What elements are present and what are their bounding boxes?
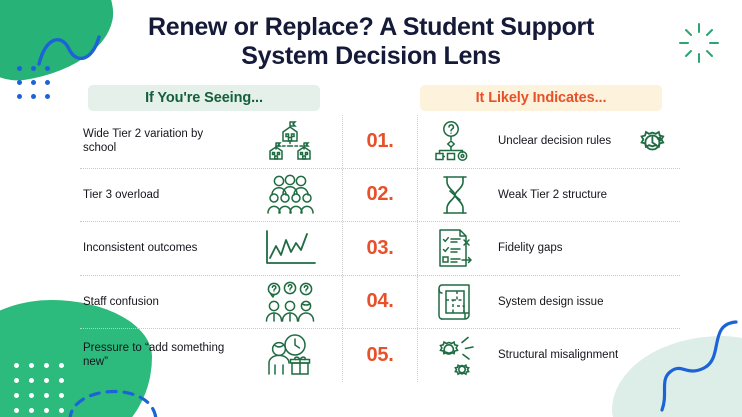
school-network-icon: [238, 120, 342, 162]
gear-refresh-icon: [624, 121, 680, 161]
row-number: 01.: [342, 115, 418, 168]
top-right-green-starburst: [679, 23, 719, 63]
top-left-green-blob: [0, 0, 121, 89]
bottom-left-white-dot-grid: [14, 363, 64, 413]
symptom-label: Wide Tier 2 variation by school: [83, 128, 204, 155]
symptom-label: Tier 3 overload: [83, 188, 160, 201]
column-header-indicators: It Likely Indicates...: [420, 85, 662, 111]
symptom-label: Pressure to “add something new”: [83, 342, 225, 369]
column-header-symptoms: If You're Seeing...: [88, 85, 320, 111]
top-left-blue-dot-grid: [17, 66, 50, 99]
people-question-marks-icon: [238, 280, 342, 324]
crowd-group-icon: [238, 173, 342, 217]
indicator-label: Fidelity gaps: [498, 242, 563, 255]
table-row: Pressure to “add something new” 05.: [80, 329, 680, 382]
table-row: Wide Tier 2 variation by school: [80, 115, 680, 169]
person-clock-gift-icon: [238, 332, 342, 378]
symptom-label: Staff confusion: [83, 295, 159, 308]
page-title-line-2: System Decision Lens: [241, 42, 501, 70]
gears-broken-icon: [418, 333, 492, 377]
row-number: 03.: [342, 222, 418, 275]
top-left-blue-wave: [37, 35, 101, 66]
checklist-document-icon: [418, 226, 492, 270]
row-number: 05.: [342, 329, 418, 382]
zigzag-line-chart-icon: [238, 227, 342, 269]
page-title-line-1: Renew or Replace? A Student Support: [147, 13, 595, 41]
decision-lens-table: Wide Tier 2 variation by school: [80, 115, 680, 382]
row-number: 04.: [342, 275, 418, 328]
hourglass-icon: [418, 173, 492, 217]
indicator-label: System design issue: [498, 295, 604, 308]
table-row: Staff confusion: [80, 275, 680, 329]
table-row: Inconsistent outcomes 03.: [80, 222, 680, 276]
indicator-label: Unclear decision rules: [498, 135, 612, 148]
decision-tree-question-icon: [418, 120, 492, 162]
symptom-label: Inconsistent outcomes: [83, 242, 198, 255]
indicator-label: Weak Tier 2 structure: [498, 188, 608, 201]
indicator-label: Structural misalignment: [498, 349, 619, 362]
page-title: Renew or Replace? A Student Support Syst…: [121, 13, 621, 71]
blueprint-icon: [418, 280, 492, 324]
table-row: Tier 3 overload 02.: [80, 168, 680, 222]
row-number: 02.: [342, 168, 418, 221]
